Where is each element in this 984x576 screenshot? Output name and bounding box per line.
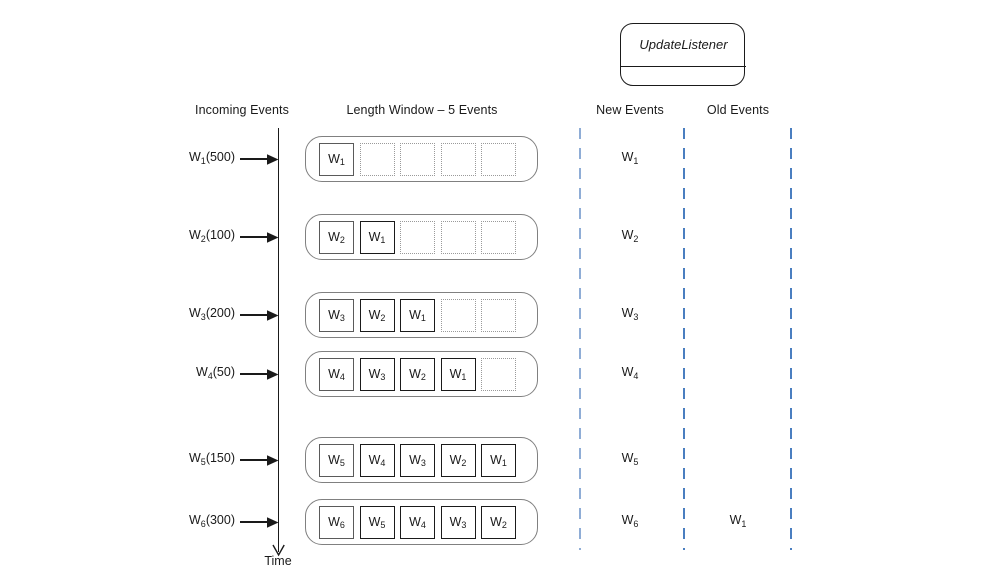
dashed-divider-middle [683, 128, 685, 550]
window-slot-r4-c5 [481, 357, 516, 391]
incoming-event-arrow-shaft-2 [240, 236, 270, 238]
incoming-event-label-6: W6(300) [188, 513, 235, 529]
incoming-event-arrowhead-icon-6 [267, 516, 279, 528]
new-event-output-5: W5 [621, 451, 639, 467]
column-header-old-events: Old Events [706, 103, 770, 117]
new-event-output-6: W6 [621, 513, 639, 529]
incoming-event-arrowhead-icon-5 [267, 454, 279, 466]
window-slot-r3-c4 [440, 298, 476, 332]
time-axis-arrowhead-icon [272, 544, 285, 557]
incoming-event-arrowhead-icon-3 [267, 309, 279, 321]
incoming-event-arrowhead-icon-1 [267, 153, 279, 165]
incoming-event-arrow-shaft-4 [240, 373, 270, 375]
column-header-length-window: Length Window – 5 Events [346, 103, 498, 117]
window-slot-r3-c5 [481, 298, 516, 332]
incoming-event-label-4: W4(50) [195, 365, 235, 381]
window-slot-r1-c3 [400, 142, 435, 176]
incoming-event-label-2: W2(100) [188, 228, 235, 244]
new-event-output-1: W1 [621, 150, 639, 166]
incoming-event-arrowhead-icon-4 [267, 368, 279, 380]
update-listener-divider [621, 66, 746, 68]
incoming-event-label-1: W1(500) [188, 150, 235, 166]
incoming-event-arrow-shaft-5 [240, 459, 270, 461]
window-slot-r2-c5 [481, 220, 516, 254]
time-axis-label: Time [264, 554, 292, 568]
window-slot-r1-c5 [481, 142, 516, 176]
update-listener-title: UpdateListener [639, 37, 728, 52]
new-event-output-2: W2 [621, 228, 639, 244]
incoming-event-arrow-shaft-1 [240, 158, 270, 160]
incoming-event-arrow-shaft-6 [240, 521, 270, 523]
new-event-output-3: W3 [621, 306, 639, 322]
column-header-incoming-events: Incoming Events [195, 103, 289, 117]
incoming-event-arrowhead-icon-2 [267, 231, 279, 243]
new-event-output-4: W4 [621, 365, 639, 381]
window-slot-r2-c4 [440, 220, 476, 254]
incoming-event-label-5: W5(150) [188, 451, 235, 467]
dashed-divider-right [790, 128, 792, 550]
window-slot-r1-c4 [440, 142, 476, 176]
update-listener-box: UpdateListener [620, 23, 746, 86]
incoming-event-arrow-shaft-3 [240, 314, 270, 316]
incoming-event-label-3: W3(200) [188, 306, 235, 322]
column-header-new-events: New Events [596, 103, 664, 117]
window-slot-r1-c2 [359, 142, 395, 176]
window-slot-r2-c3 [400, 220, 435, 254]
old-event-output-6: W1 [729, 513, 747, 529]
dashed-divider-left [579, 128, 581, 550]
time-axis-line [278, 128, 280, 552]
